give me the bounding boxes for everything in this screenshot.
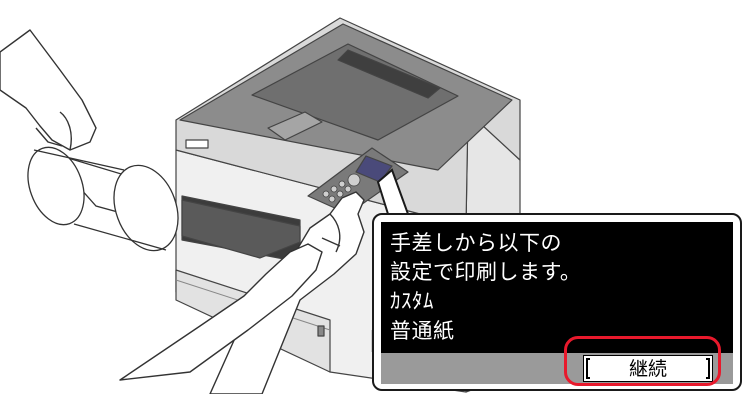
mp-tray: [181, 199, 301, 259]
front-label: [185, 139, 209, 149]
paper-roll: [27, 146, 179, 252]
paper-size-value: ｶｽﾀﾑ: [390, 289, 434, 313]
left-hand: [0, 29, 97, 151]
message-line-2: 設定で印刷します。: [390, 260, 582, 284]
panel-keys: [322, 173, 361, 203]
softkey-bar: 継続: [381, 353, 733, 384]
paper-stopper: [267, 111, 323, 141]
message-line-1: 手差しから以下の: [390, 231, 562, 255]
paper-type-value: 普通紙: [390, 319, 455, 343]
continue-button[interactable]: 継続: [583, 355, 713, 382]
cassette-handle: [317, 325, 325, 337]
highlight-ring: [564, 336, 721, 386]
output-tray-slot: [337, 49, 441, 99]
right-hands: [119, 191, 365, 394]
message-display: 手差しから以下の 設定で印刷します。 ｶｽﾀﾑ 普通紙 継続: [381, 222, 733, 384]
output-tray-recess: [251, 43, 459, 141]
